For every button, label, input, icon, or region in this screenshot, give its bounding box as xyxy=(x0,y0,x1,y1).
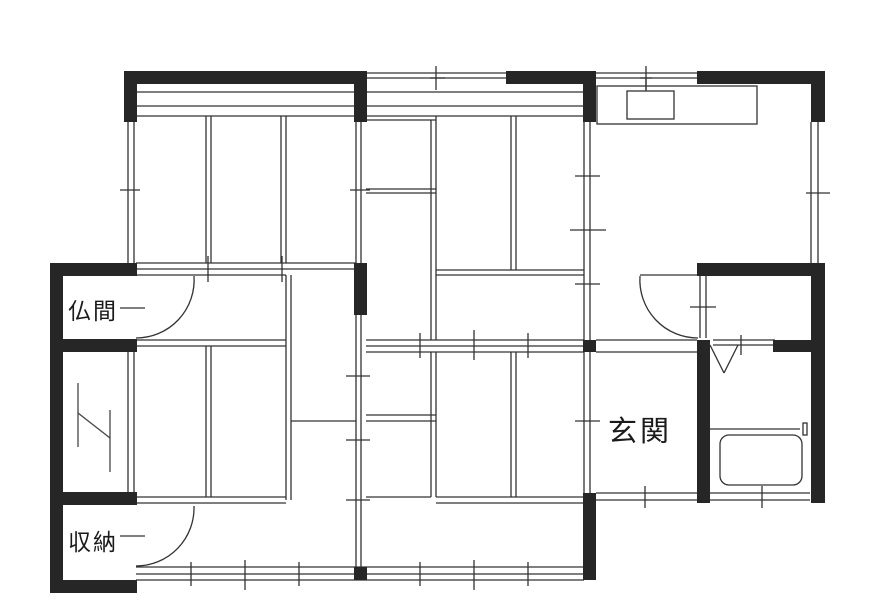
closet-z-symbol-icon xyxy=(77,383,111,472)
room-label-butsuma: 仏間 xyxy=(68,299,118,325)
room-label-genkan: 玄関 xyxy=(608,414,673,448)
room-label-storage: 収納 xyxy=(68,530,118,556)
